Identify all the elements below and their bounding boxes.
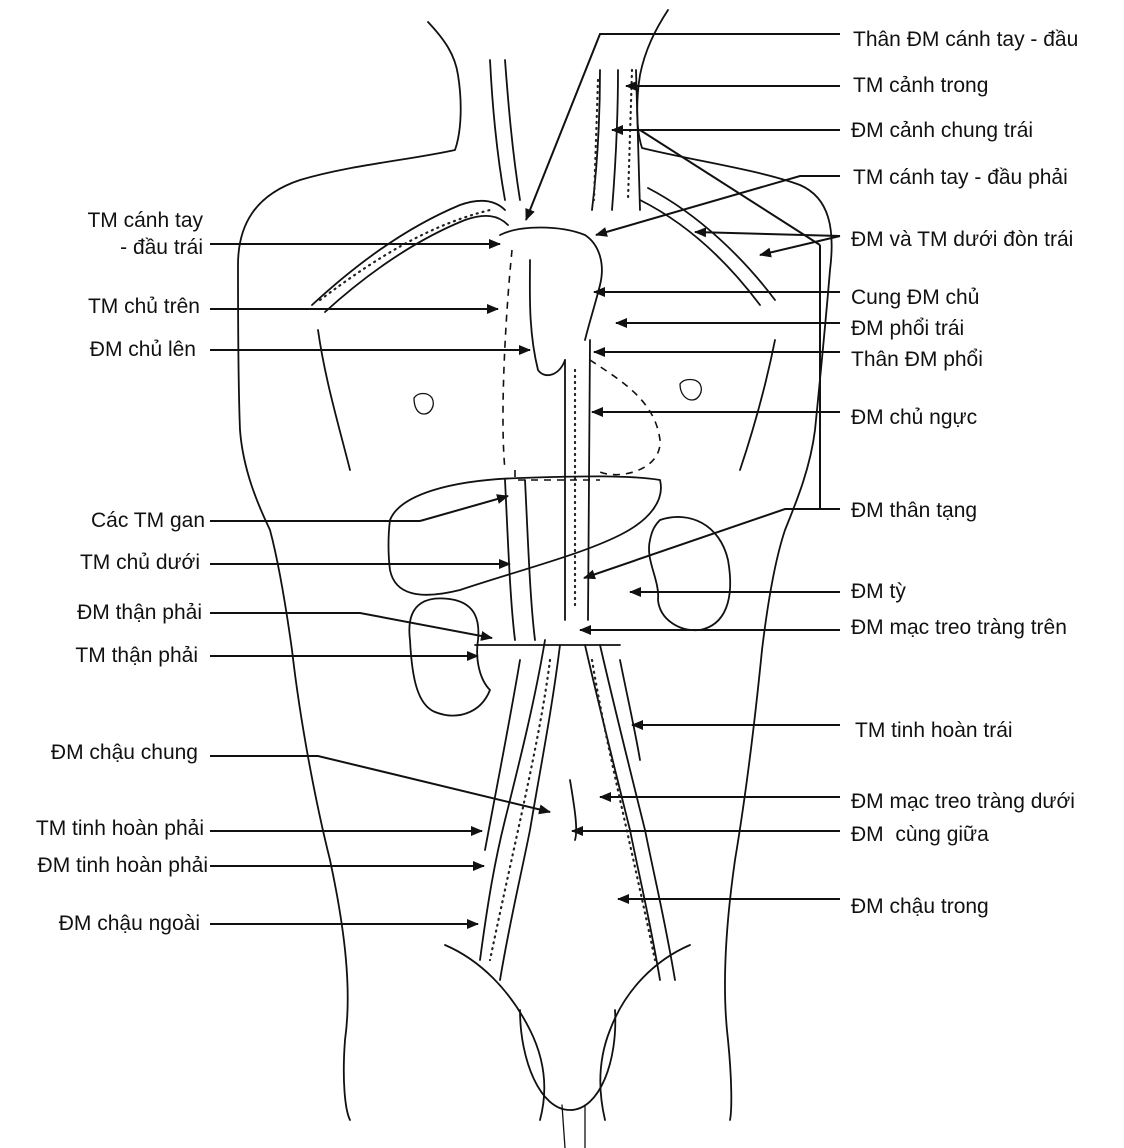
- label-dm-than-phai: ĐM thận phải: [0, 601, 202, 625]
- label-dm-chau-trong: ĐM chậu trong: [851, 895, 989, 919]
- kidneys: [409, 517, 730, 716]
- label-dm-phoi-trai: ĐM phổi trái: [851, 317, 964, 341]
- label-dm-mac-treo-trang-tren: ĐM mạc treo tràng trên: [851, 616, 1067, 640]
- left-leaders: [210, 244, 550, 924]
- chest-marks: [414, 380, 701, 415]
- subclavian-vessels: [312, 188, 775, 312]
- label-tm-canh-trong: TM cảnh trong: [853, 74, 988, 98]
- label-dm-chu-nguc: ĐM chủ ngực: [851, 406, 977, 430]
- label-dm-chu-len: ĐM chủ lên: [0, 338, 196, 362]
- neck-vessels: [490, 60, 640, 210]
- label-tm-chu-tren: TM chủ trên: [0, 295, 200, 319]
- label-dm-ty: ĐM tỳ: [851, 580, 906, 604]
- label-tm-than-phai: TM thận phải: [0, 644, 198, 668]
- right-leaders: [526, 34, 840, 899]
- label-dm-than-tang: ĐM thân tạng: [851, 499, 977, 523]
- label-tm-canh-tay-dau-trai-line2: - đầu trái: [0, 236, 203, 260]
- label-dm-chau-chung: ĐM chậu chung: [0, 741, 198, 765]
- label-cac-tm-gan: Các TM gan: [0, 509, 205, 533]
- label-tm-canh-tay-dau-trai-line1: TM cánh tay: [0, 209, 203, 233]
- label-dm-cung-giua: ĐM cùng giữa: [851, 823, 989, 847]
- label-dm-mac-treo-trang-duoi: ĐM mạc treo tràng dưới: [851, 790, 1075, 814]
- label-dm-chau-ngoai: ĐM chậu ngoài: [0, 912, 200, 936]
- label-tm-canh-tay-dau-phai: TM cánh tay - đầu phải: [853, 166, 1068, 190]
- label-than-dm-phoi: Thân ĐM phổi: [851, 348, 983, 372]
- label-than-dm-canh-tay-dau: Thân ĐM cánh tay - đầu: [853, 28, 1078, 52]
- label-dm-tinh-hoan-phai: ĐM tinh hoàn phải: [0, 854, 208, 878]
- label-tm-tinh-hoan-phai: TM tinh hoàn phải: [0, 817, 204, 841]
- liver: [389, 476, 661, 594]
- label-tm-chu-duoi: TM chủ dưới: [0, 551, 200, 575]
- body-outline: [238, 10, 832, 1148]
- label-tm-tinh-hoan-trai: TM tinh hoàn trái: [855, 719, 1013, 743]
- label-dm-va-tm-duoi-don-trai: ĐM và TM dưới đòn trái: [851, 228, 1073, 252]
- label-dm-canh-chung-trai: ĐM cảnh chung trái: [851, 119, 1033, 143]
- label-cung-dm-chu: Cung ĐM chủ: [851, 286, 979, 310]
